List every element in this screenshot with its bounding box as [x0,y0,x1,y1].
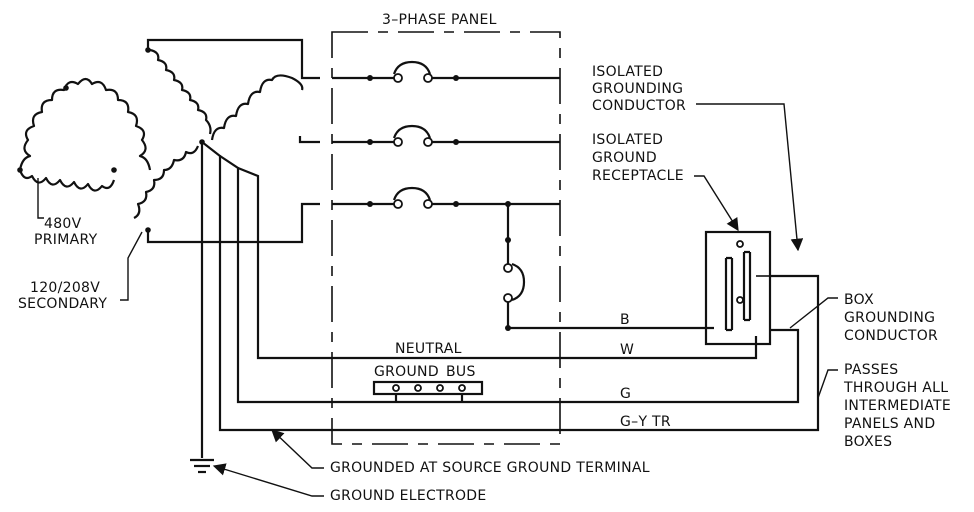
earth-ground-icon [190,458,214,474]
breaker-phase-b [332,124,560,147]
grounded-at-source-leader [271,429,324,469]
iso-cond-line2: GROUNDING [592,81,683,97]
wire-g [560,328,800,404]
ground-bus-label-line2: BUS [446,364,476,380]
iso-recep-line1: ISOLATED [592,132,663,148]
breaker-phase-a [332,60,560,83]
box-label-line2: GROUNDING [844,310,935,326]
phase-a-lead [146,38,320,80]
wire-b-label: B [620,312,630,328]
iso-cond-line1: ISOLATED [592,64,663,80]
ground-bus-label-line1: GROUND [374,364,439,380]
box-label-line3: CONDUCTOR [844,328,938,344]
primary-leader [37,178,44,219]
passes-leader [817,369,838,399]
passes-line2: THROUGH ALL [843,380,948,396]
delta-primary-winding [17,77,152,192]
grounded-at-source-label: GROUNDED AT SOURCE GROUND TERMINAL [330,460,650,476]
wye-secondary-winding [133,47,304,233]
passes-line5: BOXES [844,434,892,450]
passes-line1: PASSES [844,362,898,378]
gy-tr-conductor [201,141,560,432]
ground-bus-ties [394,394,464,402]
breaker-phase-c [332,186,560,209]
ground-electrode-leader [212,463,324,497]
wire-g-label: G [620,386,631,402]
iso-recep-line3: RECEPTACLE [592,168,684,184]
primary-label-line2: PRIMARY [34,232,98,248]
passes-line3: INTERMEDIATE [844,398,951,414]
wire-w-label: W [620,342,634,358]
iso-recep-leader [694,175,739,232]
branch-breaker [503,201,560,331]
wire-w [560,336,758,360]
equipment-ground-conductor [219,155,560,404]
primary-label-line1: 480V [44,216,82,232]
phase-c-lead [146,202,320,244]
box-leader [789,297,838,329]
three-phase-panel [331,31,561,445]
isolated-ground-receptacle [704,230,772,346]
iso-cond-line3: CONDUCTOR [592,98,686,114]
neutral-label: NEUTRAL [395,341,462,357]
wire-gy-tr [560,274,820,432]
ground-electrode-label: GROUND ELECTRODE [330,488,487,504]
wire-gytr-label: G–Y TR [620,414,671,430]
iso-recep-line2: GROUND [592,150,657,166]
neutral-conductor [237,166,560,360]
box-label-line1: BOX [844,292,874,308]
iso-cond-leader [696,103,804,252]
phase-b-lead [298,136,320,144]
secondary-label-line1: 120/208V [30,280,100,296]
ground-bus: GROUND BUS [372,364,484,396]
secondary-leader [120,231,143,301]
secondary-label-line2: SECONDARY [18,296,107,312]
panel-title: 3–PHASE PANEL [382,12,497,28]
passes-line4: PANELS AND [844,416,935,432]
